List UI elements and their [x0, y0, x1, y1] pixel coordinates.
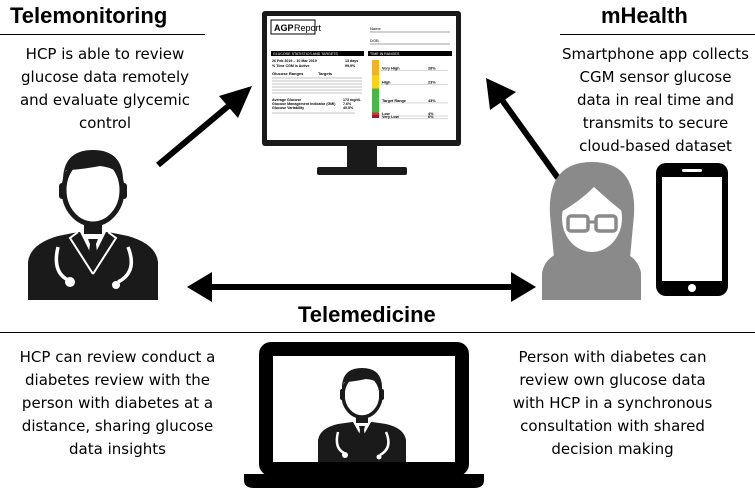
telemedicine-left-line-4: distance, sharing glucose: [21, 417, 214, 435]
agp-tir-label: Target Range: [382, 99, 406, 103]
agp-report: AGP Report Name DOB GLUCOSE STATISTICS A…: [270, 19, 452, 120]
telemedicine-left-description: HCP can review conduct a diabetes review…: [0, 346, 235, 461]
agp-tir-segment-very-low: [372, 114, 379, 118]
agp-targets-title: Targets: [318, 71, 333, 76]
telemedicine-left-line-1: HCP can review conduct a: [19, 348, 216, 366]
agp-title-bold: AGP: [274, 23, 294, 33]
agp-active-value: 99.9%: [345, 64, 356, 68]
agp-tir-value: 4%: [428, 112, 434, 116]
agp-range-rows: [272, 77, 362, 94]
telemedicine-right-line-2: review own glucose data: [519, 371, 706, 389]
agp-tir-value: 23%: [428, 81, 436, 85]
agp-tir-value: 6%: [428, 115, 434, 119]
agp-variability-value: 49.5%: [343, 106, 354, 110]
agp-active-label: % Time CGM is Active: [272, 64, 310, 68]
agp-tir-label: High: [382, 81, 391, 85]
mhealth-description: Smartphone app collects CGM sensor gluco…: [553, 43, 755, 158]
agp-tir-segment-high: [372, 75, 379, 89]
telemedicine-right-line-3: with HCP in a synchronous: [512, 394, 713, 412]
telemedicine-left-line-5: data insights: [69, 440, 166, 458]
mhealth-heading: mHealth: [601, 3, 688, 28]
telemedicine-right-line-4: consultation with shared: [520, 417, 705, 435]
agp-tir-label: Very Low: [382, 115, 399, 119]
agp-title-rest: Report: [294, 23, 322, 33]
agp-variability-label: Glucose Variability: [272, 106, 304, 110]
agp-ranges-title: Glucose Ranges: [272, 71, 304, 76]
agp-tir-value: 43%: [428, 99, 436, 103]
telemedicine-right-line-5: decision making: [551, 440, 674, 458]
agp-gmi-label: Glucose Management Indicator (GMI): [272, 102, 336, 106]
agp-tir-segment-very-high: [372, 60, 379, 76]
mhealth-line-4: transmits to secure: [582, 114, 729, 132]
telemonitoring-line-1: HCP is able to review: [25, 45, 185, 63]
agp-name-label: Name: [370, 26, 381, 31]
telemedicine-heading: Telemedicine: [298, 302, 436, 327]
telemedicine-rule: [0, 332, 755, 333]
telemedicine-right-line-1: Person with diabetes can: [518, 348, 707, 366]
arrow-hcp-to-monitor: [156, 86, 252, 168]
agp-tir-value: 28%: [428, 66, 436, 70]
agp-tir-header: TIME IN RANGES: [370, 52, 400, 56]
agp-avg-glucose-label: Average Glucose: [272, 98, 301, 102]
telemedicine-right-description: Person with diabetes can review own gluc…: [490, 346, 735, 461]
telemonitoring-line-3: and evaluate glycemic: [19, 91, 191, 109]
mhealth-line-1: Smartphone app collects: [561, 45, 750, 63]
agp-tir-segment-low: [372, 112, 379, 115]
laptop-doctor-icon: [318, 368, 406, 462]
mhealth-line-2: CGM sensor glucose: [579, 68, 732, 86]
telemedicine-left-line-2: diabetes review with the: [25, 371, 210, 389]
telemedicine-left-line-3: person with diabetes at a: [21, 394, 214, 412]
agp-tir-label: Very High: [382, 66, 400, 70]
agp-gmi-value: 7.6%: [343, 102, 352, 106]
agp-tir-labels: Very High 28% High 23% Target Range 43% Low 4% V…: [381, 66, 448, 120]
mhealth-line-3: data in real time and: [576, 91, 735, 109]
arrow-bidirectional-telemedicine: [187, 272, 536, 302]
mhealth-rule: [560, 34, 755, 35]
telemonitoring-line-2: glucose data remotely: [21, 68, 189, 86]
telemonitoring-heading: Telemonitoring: [10, 3, 168, 28]
agp-date-range: 26 Feb 2019 – 10 Mar 2019: [272, 59, 317, 63]
telemonitoring-rule: [0, 34, 205, 35]
agp-stats-header: GLUCOSE STATISTICS AND TARGETS: [273, 52, 338, 56]
agp-tir-bar: [372, 60, 379, 118]
telemonitoring-line-4: control: [79, 114, 131, 132]
telemonitoring-description: HCP is able to review glucose data remot…: [0, 43, 210, 135]
agp-tir-segment-target-range: [372, 88, 379, 113]
agp-dob-label: DOB: [370, 38, 379, 43]
agp-days: 13 days: [345, 59, 358, 63]
agp-tir-label: Low: [382, 112, 390, 116]
agp-avg-glucose-value: 173 mg/dL: [343, 98, 362, 102]
arrow-patient-to-monitor: [486, 78, 561, 180]
mhealth-line-5: cloud-based dataset: [579, 137, 732, 155]
